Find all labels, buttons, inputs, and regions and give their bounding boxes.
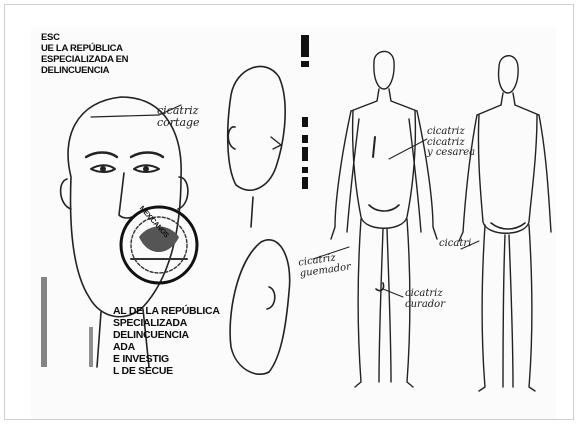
body-back-sketch — [459, 56, 551, 391]
margin-barcode — [301, 35, 309, 189]
back-scar-note: cicatri — [439, 239, 471, 250]
body-front-sketch — [313, 51, 437, 387]
scanned-document: ESC UE LA REPÚBLICA ESPECIALIZADA EN DEL… — [31, 27, 556, 419]
official-seal — [121, 207, 197, 283]
stamp-text-bottom: AL DE LA REPÚBLICA SPECIALIZADA DELINCUE… — [113, 305, 220, 377]
scan-artwork — [31, 27, 556, 419]
leg-scar-note: cicatriz curador — [405, 289, 445, 310]
stamp-text-top: ESC UE LA REPÚBLICA ESPECIALIZADA EN DEL… — [41, 33, 128, 77]
torso-scar-note: cicatriz cicatriz y cesarea — [427, 127, 475, 159]
profile-head-sketch-lower — [230, 240, 290, 374]
profile-head-sketch — [228, 67, 285, 227]
document-frame: ESC UE LA REPÚBLICA ESPECIALIZADA EN DEL… — [4, 4, 574, 420]
face-scar-note: cicatriz cortage — [157, 105, 200, 128]
